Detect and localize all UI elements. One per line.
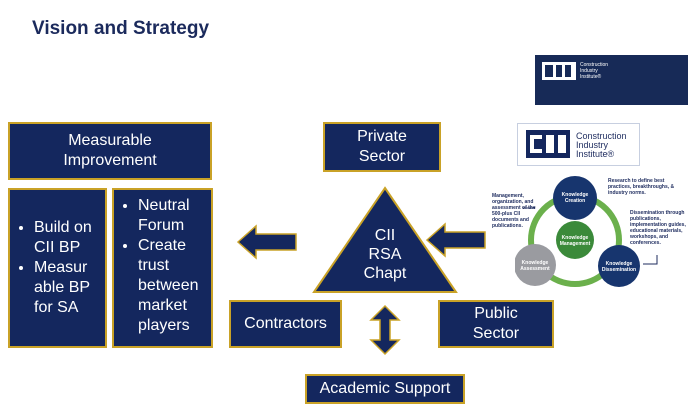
measurable-improvement-line-2: Improvement	[63, 152, 157, 169]
double-arrow-vertical-icon	[369, 304, 401, 356]
private-sector-box: Private Sector	[323, 122, 441, 172]
bullet-create-trust: Create trust between market players	[138, 236, 205, 336]
cii-logo-mark-icon	[542, 62, 576, 80]
private-sector-line-1: Private	[357, 128, 407, 145]
cycle-management-line-1: Knowledge	[561, 235, 589, 241]
cycle-assessment-line-1: Knowledge	[521, 260, 549, 266]
logo-mid-line-3: Institute®	[576, 149, 615, 159]
public-sector-line-2: Sector	[472, 325, 520, 342]
cii-logo-dark: Construction Industry Institute®	[535, 55, 688, 105]
logo-top-line-3: Institute®	[580, 74, 602, 80]
private-sector-line-2: Sector	[358, 148, 406, 165]
cii-logo-light: Construction Industry Institute®	[517, 123, 640, 166]
bullet-neutral-forum: Neutral Forum	[138, 196, 205, 236]
logo-mid-line-2: Industry	[576, 140, 609, 150]
public-sector-line-1: Public	[474, 305, 518, 322]
cycle-dissemination-line-1: Knowledge	[605, 261, 633, 267]
center-label: CII RSA Chapt	[345, 226, 425, 283]
bullet-measurable-bp: Measur able BP for SA	[34, 258, 99, 318]
cycle-creation-line-1: Knowledge	[561, 192, 589, 198]
logo-top-line-2: Industry	[580, 68, 598, 74]
note-dissemination: Dissemination through publications, impl…	[630, 210, 686, 246]
bullet-build-on-cii-bp: Build on CII BP	[34, 218, 99, 258]
cii-logo-mark-icon	[526, 130, 570, 158]
cycle-labels: Knowledge Creation Knowledge Management …	[515, 168, 695, 293]
measurable-improvement-line-1: Measurable	[68, 132, 152, 149]
logo-mid-line-1: Construction	[576, 131, 627, 141]
arrow-left-icon	[236, 224, 297, 260]
page-title: Vision and Strategy	[32, 18, 210, 39]
center-line-3: Chapt	[363, 265, 407, 282]
academic-support-label: Academic Support	[319, 380, 451, 397]
note-management: Management, organization, and assessment…	[492, 193, 536, 229]
public-sector-box: Public Sector	[438, 300, 554, 348]
measurable-improvement-box: Measurable Improvement	[8, 122, 212, 180]
cycle-management-line-2: Management	[559, 241, 591, 247]
arrow-left-icon	[425, 222, 486, 258]
cii-rsa-chapter-triangle	[312, 186, 458, 293]
knowledge-cycle-diagram	[515, 176, 658, 287]
center-line-2: RSA	[368, 246, 402, 263]
right-bullets-box: Neutral Forum Create trust between marke…	[112, 188, 213, 348]
left-bullets-box: Build on CII BP Measur able BP for SA	[8, 188, 107, 348]
cycle-dissemination-line-2: Dissemination	[601, 267, 637, 273]
cycle-assessment-line-2: Assessment	[520, 266, 550, 272]
note-research: Research to define best practices, break…	[608, 178, 675, 196]
contractors-label: Contractors	[244, 315, 327, 332]
center-line-1: CII	[374, 227, 396, 244]
cycle-creation-line-2: Creation	[564, 198, 586, 204]
contractors-box: Contractors	[229, 300, 342, 348]
logo-top-line-1: Construction	[580, 62, 609, 68]
